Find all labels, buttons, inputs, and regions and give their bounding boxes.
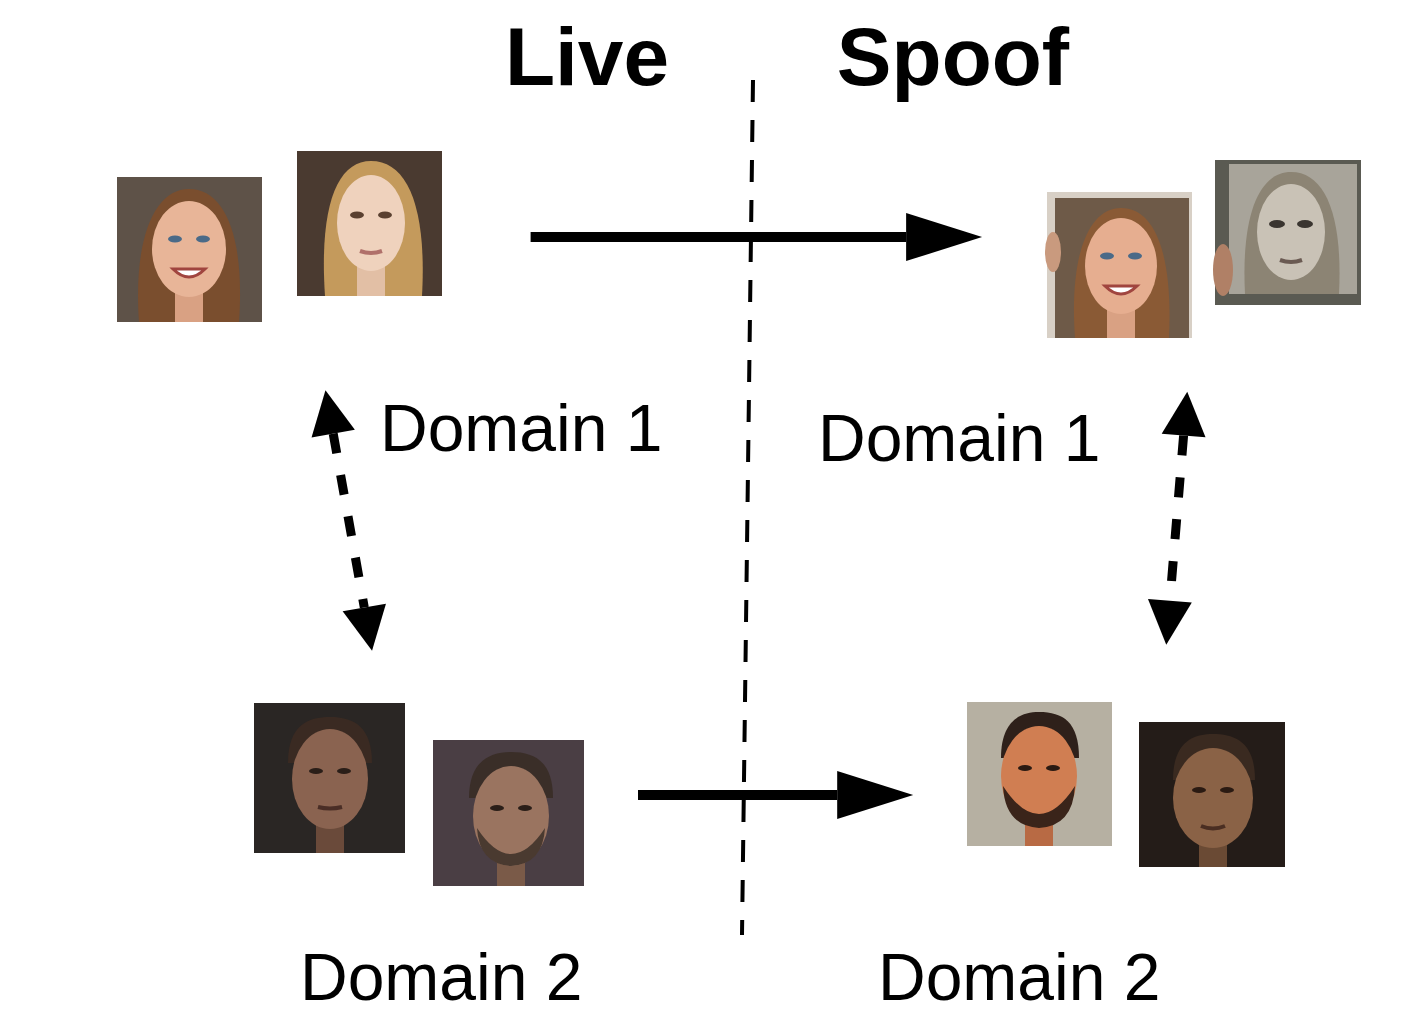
domain-label: Domain 2 xyxy=(300,944,582,1010)
face-photo xyxy=(254,703,405,853)
ellipse-outline xyxy=(190,665,628,920)
domain-label: Domain 1 xyxy=(380,395,662,461)
domain-label: Domain 2 xyxy=(878,944,1160,1010)
live-spoof-divider xyxy=(742,80,753,935)
ellipse-outline xyxy=(990,120,1415,362)
face-photo xyxy=(433,740,584,886)
face-photo xyxy=(1045,192,1192,338)
face-photo xyxy=(967,702,1112,846)
domain-ellipse: Domain 1 xyxy=(990,120,1415,362)
column-heading: Live xyxy=(505,16,669,98)
face-photo xyxy=(117,177,262,322)
face-photo xyxy=(1213,160,1361,305)
transfer-arrow xyxy=(638,790,837,800)
ellipse-outline xyxy=(42,152,525,362)
ellipse-outline xyxy=(920,660,1367,905)
face-photo xyxy=(1139,722,1285,867)
transfer-arrow xyxy=(531,232,907,242)
domain-ellipse: Domain 1 xyxy=(42,152,525,362)
domain-link-arrow xyxy=(333,434,364,608)
domain-ellipse: Domain 2 xyxy=(920,660,1367,905)
domain-link-arrow xyxy=(1170,436,1184,601)
domain-label: Domain 1 xyxy=(818,405,1100,471)
column-heading: Spoof xyxy=(837,16,1069,98)
face-photo xyxy=(297,151,442,296)
domain-ellipse: Domain 2 xyxy=(190,665,628,920)
